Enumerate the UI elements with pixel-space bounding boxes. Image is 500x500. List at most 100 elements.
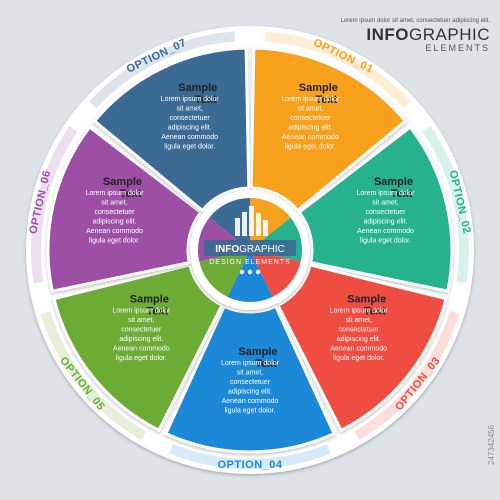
segment-body-line: sit amet,	[345, 317, 372, 324]
segment-body-line: ligula eget dolor.	[225, 408, 276, 415]
option-label: OPTION_04	[217, 459, 282, 471]
segment-body-line: Aenean commodo	[113, 346, 170, 353]
header-tagline: Lorem ipsum dolor sit amet, consectetuer…	[340, 18, 490, 24]
center-dots-icon	[239, 269, 261, 275]
segment-body-line: consectetuer	[339, 327, 380, 334]
segment-title-2: Text	[195, 94, 217, 106]
segment-band	[36, 300, 157, 447]
segment-title: Sample	[178, 82, 217, 94]
segment-title-2: Text	[146, 306, 168, 318]
watermark: 247342456	[487, 424, 496, 465]
segment-body-line: adipiscing elit.	[288, 124, 332, 131]
segment-body-line: sit amet,	[237, 370, 264, 377]
segment-band	[253, 30, 420, 118]
segment-wedge	[275, 263, 448, 433]
segment-body-line: consectetuer	[230, 379, 271, 386]
segment-title-2: Text	[255, 358, 277, 370]
segment-wedge	[92, 46, 251, 213]
segment-title-2: Text	[364, 306, 386, 318]
segment-title-2: Text	[391, 188, 413, 200]
segment-body-line: sit amet,	[372, 200, 399, 207]
segment-wedge	[46, 125, 203, 293]
segment-wedge	[52, 263, 225, 433]
segment-band	[80, 30, 247, 118]
center-logo-band	[204, 240, 296, 256]
segment-body-line: Aenean commodo	[357, 228, 414, 235]
segment-body-line: sit amet,	[176, 105, 203, 112]
segment-title: Sample	[238, 346, 277, 358]
segment-title: Sample	[103, 176, 142, 188]
segment-label-strip	[353, 310, 460, 441]
header-logo: INFOGRAPHIC	[250, 25, 490, 45]
segment-body-line: Lorem ipsum dolor	[281, 96, 340, 103]
segment-wedge	[249, 46, 408, 213]
segment-band	[29, 116, 85, 295]
segment-title: Sample	[374, 176, 413, 188]
header-logo-main: INFO	[366, 25, 410, 44]
segment-body-line: sit amet,	[128, 317, 155, 324]
segment-body-line: consectetuer	[94, 209, 135, 216]
segment-title-2: Text	[315, 94, 337, 106]
header: Lorem ipsum dolor sit amet, consectetuer…	[250, 18, 490, 53]
segment-body: Lorem ipsum dolor sit amet, consectetuer ad…	[221, 360, 280, 415]
segment-body-line: adipiscing elit.	[337, 336, 381, 343]
segment-body-line: sit amet,	[297, 105, 324, 112]
header-logo-sub: ELEMENTS	[425, 43, 490, 53]
segment-label-strip	[88, 31, 236, 109]
segment-body-line: Aenean commodo	[282, 134, 339, 141]
segment-body-line: consectetuer	[365, 209, 406, 216]
segment-body-line: ligula eget dolor.	[89, 238, 140, 245]
segment-body-line: ligula eget dolor.	[285, 143, 336, 150]
segment-body-line: adipiscing elit.	[168, 124, 212, 131]
center-pie-slice	[199, 250, 250, 297]
segment-body-line: ligula eget dolor.	[333, 355, 384, 362]
segment-body-line: Lorem ipsum dolor	[221, 360, 280, 367]
segment-body-line: sit amet,	[101, 200, 128, 207]
segment-wedge	[163, 304, 337, 454]
segment-band	[158, 439, 342, 470]
segment-label-strip	[169, 444, 331, 469]
center-logo: INFOGRAPHIC	[215, 244, 284, 255]
segment-body-line: Aenean commodo	[222, 398, 279, 405]
segment-band	[415, 116, 470, 295]
segment-body-line: consectetuer	[121, 327, 162, 334]
segment-label-strip	[264, 31, 412, 109]
center-chart-icon	[235, 206, 268, 236]
header-logo-accent: GRAPHIC	[409, 25, 490, 44]
segment-body-line: Lorem ipsum dolor	[86, 190, 145, 197]
center-logo-accent: GRAPHIC	[239, 244, 285, 255]
segment-body-line: Aenean commodo	[330, 346, 387, 353]
segment-wedge	[297, 125, 454, 293]
center-pie-slice	[209, 198, 250, 250]
segment-body-line: adipiscing elit.	[364, 219, 408, 226]
segment-body-line: Aenean commodo	[86, 228, 143, 235]
segment-title: Sample	[347, 294, 386, 306]
segment-band	[343, 300, 464, 447]
segment-title: Sample	[299, 82, 338, 94]
segment-title-2: Text	[120, 188, 142, 200]
segment-body-line: Aenean commodo	[161, 134, 218, 141]
segment-body-line: adipiscing elit.	[119, 336, 163, 343]
segment-body-line: Lorem ipsum dolor	[161, 96, 220, 103]
watermark-text: 247342456	[487, 424, 496, 465]
center-sub: DESIGN ELEMENTS	[209, 259, 291, 266]
segment-body-line: ligula eget dolor.	[116, 355, 167, 362]
center-pie-slice	[227, 250, 273, 302]
center-pie-slice	[250, 198, 291, 250]
segment-label-strip	[30, 126, 78, 284]
segment-label-strip	[422, 126, 469, 284]
center-pie-slice	[250, 250, 301, 297]
segment-body-line: adipiscing elit.	[228, 389, 272, 396]
segment-body-line: Lorem ipsum dolor	[357, 190, 416, 197]
segment-body-line: ligula eget dolor.	[360, 238, 411, 245]
